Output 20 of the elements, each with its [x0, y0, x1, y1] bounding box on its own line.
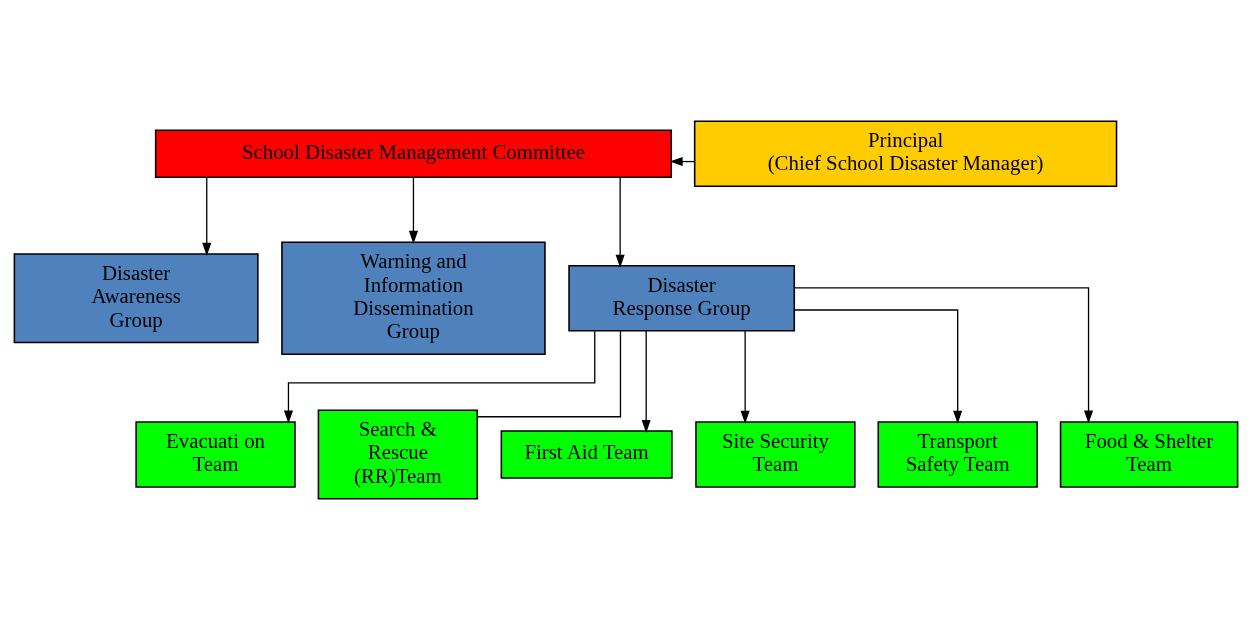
node-box: Transport Safety Team	[877, 421, 1038, 488]
node-box: First Aid Team	[500, 430, 673, 479]
arrow	[283, 330, 596, 424]
node-box: Disaster Awareness Group	[13, 253, 259, 344]
node-box: School Disaster Management Committee	[154, 129, 672, 178]
arrow	[615, 176, 625, 268]
arrow	[202, 176, 212, 256]
node-box: Site Security Team	[695, 421, 856, 488]
node-box: Evacuati on Team	[135, 421, 296, 488]
node-box: Warning and Information Dissemination Group	[281, 241, 546, 356]
connector	[476, 330, 622, 418]
node-box: Principal (Chief School Disaster Manager)	[693, 120, 1118, 188]
node-box: Food & Shelter Team	[1059, 421, 1239, 488]
node-box: Disaster Response Group	[568, 264, 796, 332]
arrow	[793, 309, 963, 424]
arrow	[740, 330, 750, 424]
arrow	[793, 287, 1094, 424]
arrow	[641, 330, 651, 433]
node-box: Search & Rescue (RR)Team	[317, 409, 478, 500]
arrow	[408, 176, 418, 244]
